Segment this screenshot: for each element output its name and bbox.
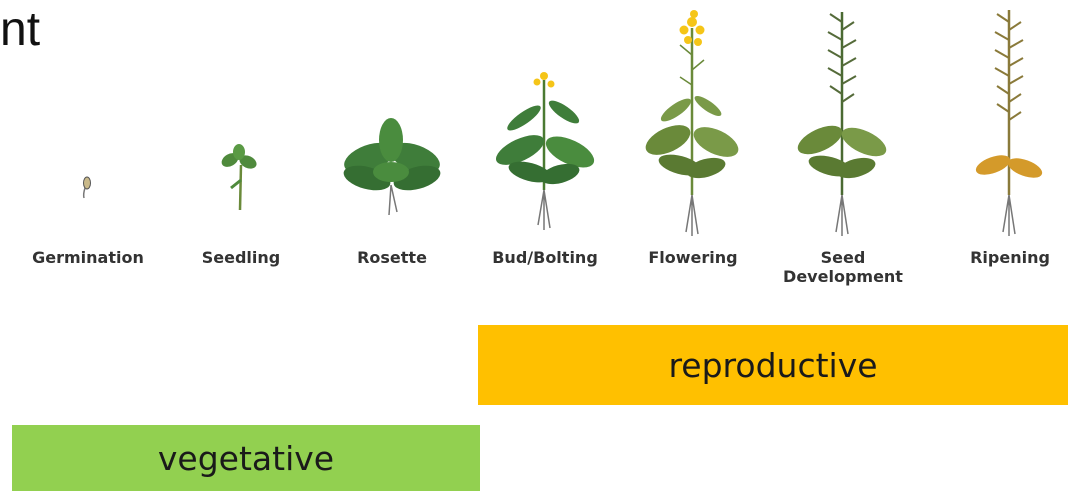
stage-germination: Germination <box>23 0 153 300</box>
reproductive-phase-label: reproductive <box>668 346 877 385</box>
stage-label-ripening: Ripening <box>945 248 1075 267</box>
seedling-illustration <box>176 0 306 245</box>
vegetative-phase-bar: vegetative <box>12 425 480 491</box>
stage-seed-development: Seed Development <box>778 0 908 300</box>
flowering-illustration <box>628 0 758 245</box>
rosette-illustration <box>327 0 457 245</box>
stage-rosette: Rosette <box>327 0 457 300</box>
seed-development-illustration <box>778 0 908 245</box>
vegetative-phase-label: vegetative <box>158 439 334 478</box>
stage-label-rosette: Rosette <box>327 248 457 267</box>
stage-flowering: Flowering <box>628 0 758 300</box>
stage-label-seed-development: Seed Development <box>778 248 908 286</box>
stage-label-bolting: Bud/Bolting <box>480 248 610 267</box>
stage-seedling: Seedling <box>176 0 306 300</box>
stage-label-seedling: Seedling <box>176 248 306 267</box>
stage-label-flowering: Flowering <box>628 248 758 267</box>
germination-illustration <box>23 0 153 245</box>
bolting-illustration <box>480 0 610 245</box>
stage-bolting: Bud/Bolting <box>480 0 610 300</box>
ripening-illustration <box>945 0 1075 245</box>
stage-label-germination: Germination <box>23 248 153 267</box>
reproductive-phase-bar: reproductive <box>478 325 1068 405</box>
stage-ripening: Ripening <box>945 0 1075 300</box>
